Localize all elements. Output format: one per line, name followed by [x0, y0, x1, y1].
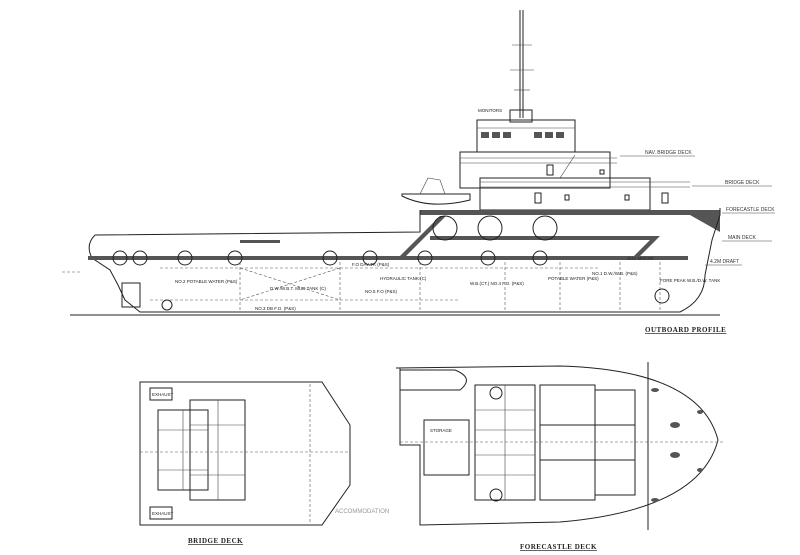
main-deck-label: MAIN DECK [728, 235, 756, 241]
outboard-profile: MONITORS [62, 10, 775, 334]
tank-label: NO.2 POTABLE WATER (P&S) [175, 279, 238, 284]
tank-label: W.B.(CT.) NO.4 F.O. (P&S) [470, 281, 524, 286]
forecastle-deck-title: FORECASTLE DECK [520, 543, 597, 551]
tank-label: D.W./W.B.T. MUD TANK (C) [270, 286, 326, 291]
lifeboat [401, 193, 471, 205]
exhaust-top-label: EXHAUST [152, 392, 174, 397]
forecastle-deck-label: FORECASTLE DECK [726, 207, 775, 213]
accommodation-faint-text: ACCOMMODATION [335, 509, 389, 515]
draft-label: 4.2M DRAFT [710, 259, 739, 265]
bridge-deck-title: BRIDGE DECK [188, 537, 243, 545]
mast [509, 10, 534, 123]
rudder [121, 282, 141, 308]
tank-label: FORE PEAK W.B./D.W. TANK [660, 278, 720, 283]
outboard-profile-title: OUTBOARD PROFILE [645, 326, 726, 334]
forecastle-deck-line [420, 210, 720, 215]
bow-thruster [654, 288, 670, 304]
nav-bridge-deck-label: NAV. BRIDGE DECK [645, 150, 692, 156]
bridge-deck-label: BRIDGE DECK [725, 180, 760, 186]
forecastle-deck-plan: STORAGE FORECASTLE DECK [395, 362, 725, 551]
main-deck-line [88, 256, 688, 260]
tank-label: F.O DAY TK (P&S) [352, 262, 390, 267]
tank-label: NO.5 F.O (P&S) [365, 289, 398, 294]
exhaust-bottom-label: EXHAUST [152, 511, 174, 516]
monitors-label: MONITORS [478, 108, 502, 113]
rescue-boat [399, 369, 467, 391]
tank-label: NO.1 D.W./W.B. (P&S) [592, 271, 638, 276]
tank-label: NO.3 DB F.O. (P&S) [255, 306, 296, 311]
bridge-deck-plan: EXHAUST EXHAUST BRIDGE DECK [139, 381, 351, 545]
propeller [161, 299, 173, 311]
storage-label: STORAGE [430, 428, 452, 433]
tank-label: POTABLE WATER (P&S) [548, 276, 599, 281]
hull-outline [88, 208, 721, 313]
tank-label: HYDRAULIC TANK (C) [380, 276, 427, 281]
tank-label: AUX MACHY [627, 256, 654, 261]
anchor-winches [112, 215, 558, 266]
wheelhouse [459, 119, 690, 211]
